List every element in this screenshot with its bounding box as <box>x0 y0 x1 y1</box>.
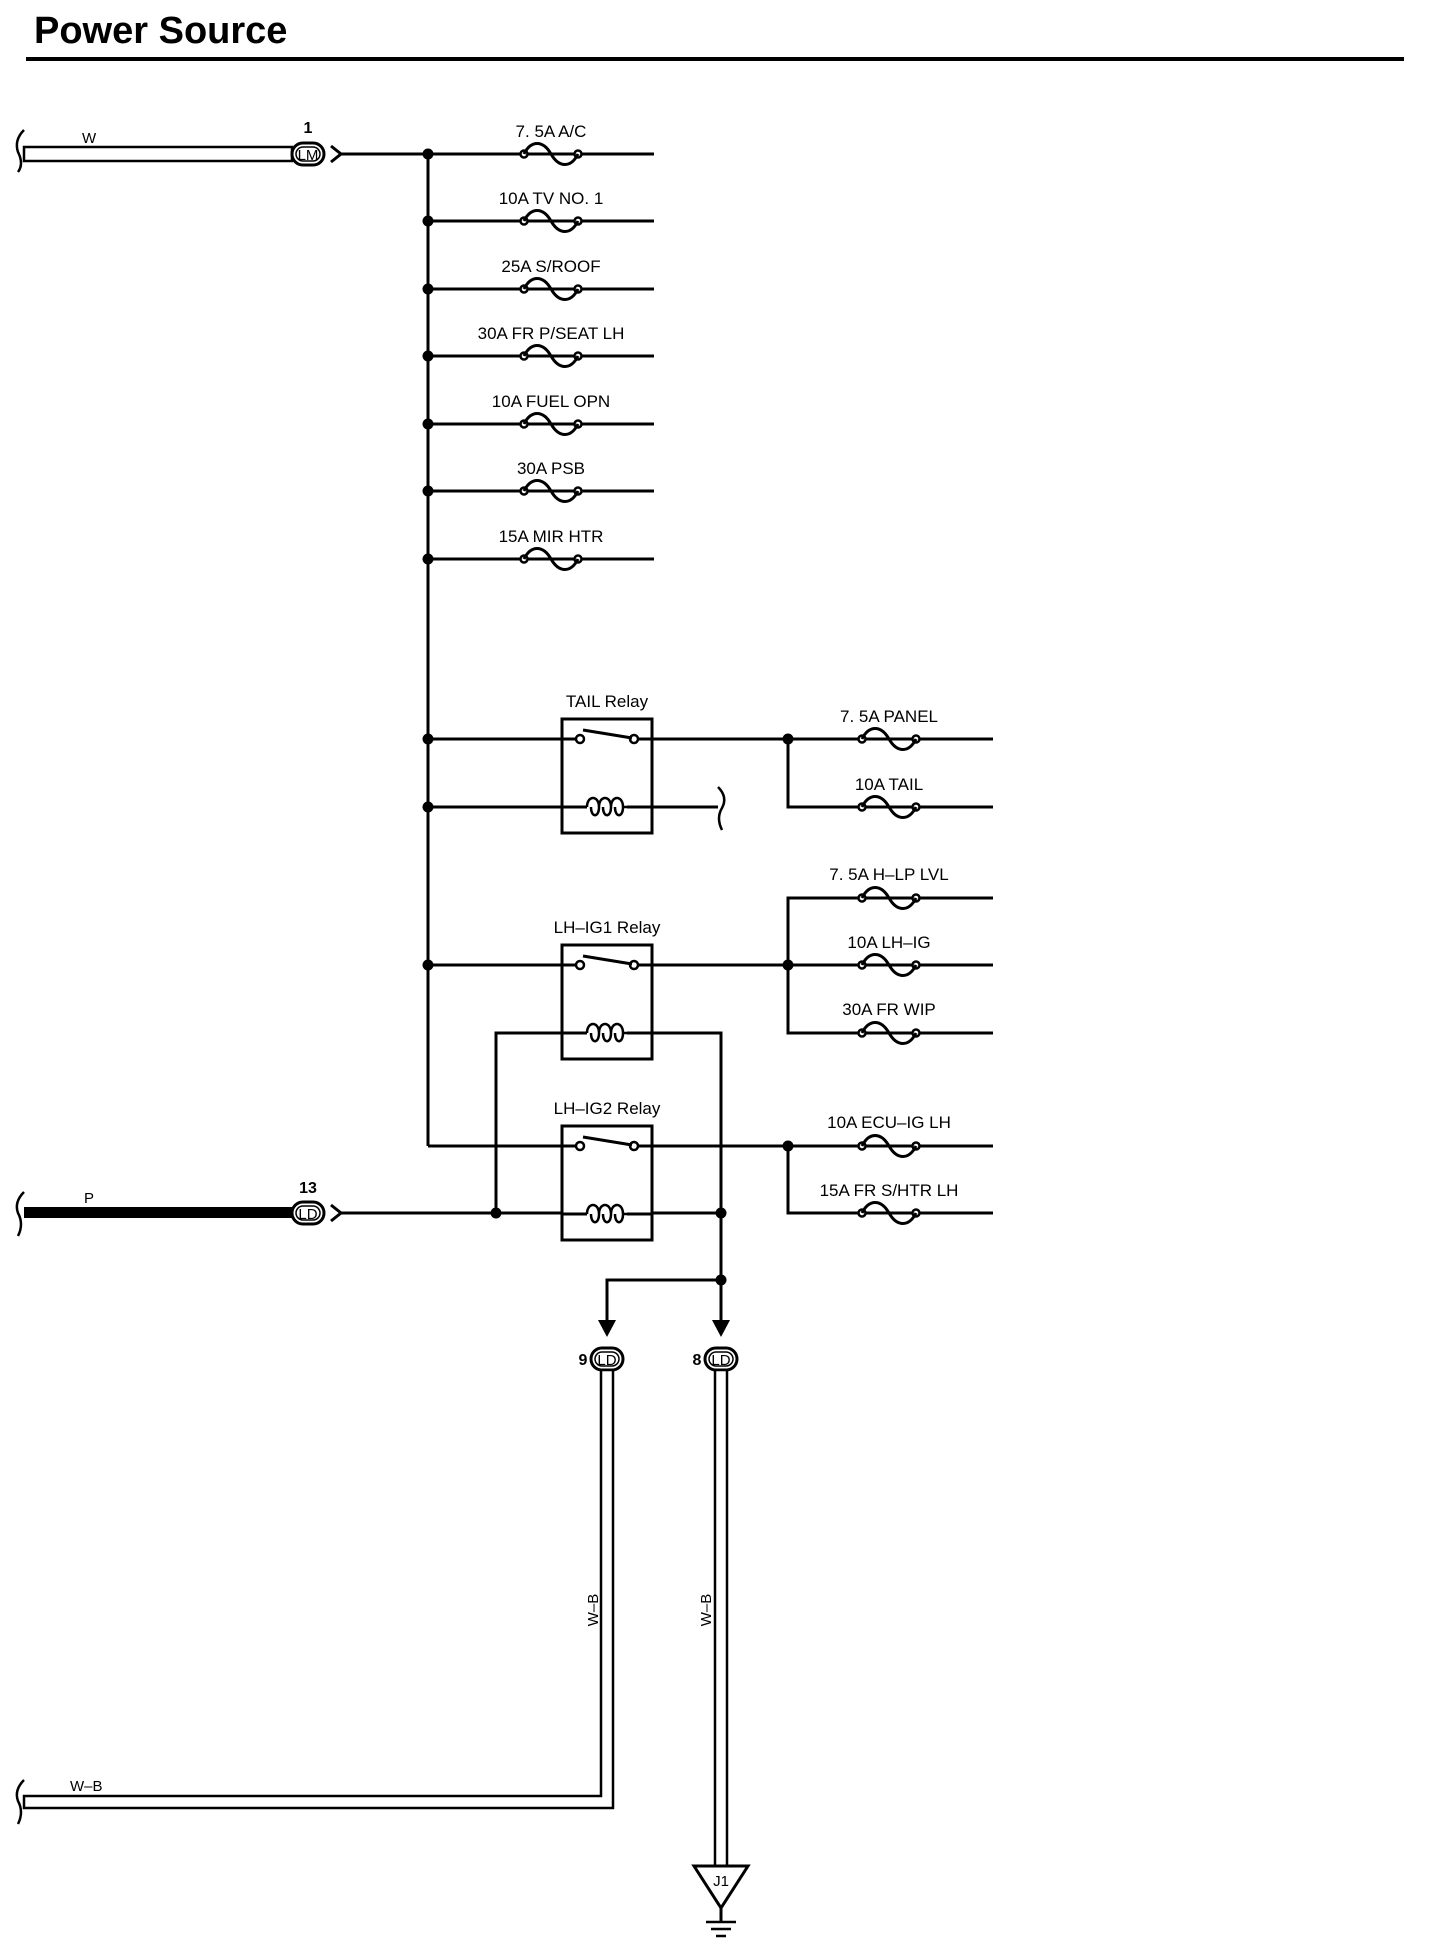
connector-ld9-code: LD <box>597 1352 616 1369</box>
ground-label-j1: J1 <box>713 1873 729 1890</box>
fuse-row-6: 30A PSB <box>422 459 654 503</box>
fuse-label-10: 7. 5A H–LP LVL <box>829 865 948 884</box>
connector-ld13-code: LD <box>298 1206 317 1223</box>
connector-ld-13: LD 13 <box>290 1180 496 1226</box>
wire-wb-right: W–B <box>698 1368 729 1868</box>
connector-lm-code: LM <box>298 147 319 164</box>
ground-j1: J1 <box>691 1864 751 1938</box>
fuse-label-1: 7. 5A A/C <box>516 122 587 141</box>
fuse-label-13: 10A ECU–IG LH <box>827 1113 951 1132</box>
lh-ig2-relay: LH–IG2 Relay <box>428 1099 993 1242</box>
fuse-row-5: 10A FUEL OPN <box>422 392 654 436</box>
wire-label-wb-horizontal: W–B <box>70 1778 103 1795</box>
ground-split <box>598 1274 730 1337</box>
fuse-row-2: 10A TV NO. 1 <box>422 189 654 233</box>
connector-lm: LM 1 <box>290 120 430 167</box>
lh-ig1-relay: LH–IG1 Relay <box>422 918 993 1280</box>
wire-label-wb-vertical-2: W–B <box>698 1594 715 1627</box>
fuse-label-2: 10A TV NO. 1 <box>499 189 604 208</box>
fuse-row-3: 25A S/ROOF <box>422 257 654 301</box>
relay-label-ig2: LH–IG2 Relay <box>554 1099 661 1118</box>
fuse-label-5: 10A FUEL OPN <box>492 392 610 411</box>
wire-p-input: P <box>15 1190 292 1237</box>
tail-branch: 7. 5A PANEL 10A TAIL <box>782 707 993 819</box>
connector-ld8-pin: 8 <box>693 1352 702 1369</box>
wire-label-wb-vertical-1: W–B <box>585 1594 602 1627</box>
fuse-label-7: 15A MIR HTR <box>499 527 604 546</box>
ig1-branch: 7. 5A H–LP LVL 10A LH–IG 30A FR WIP <box>782 865 993 1045</box>
fuse-label-4: 30A FR P/SEAT LH <box>478 324 625 343</box>
fuse-row-4: 30A FR P/SEAT LH <box>422 324 654 368</box>
connector-lm-pin: 1 <box>304 120 313 137</box>
wire-label-w: W <box>82 130 97 147</box>
page-title: Power Source <box>34 10 287 52</box>
fuse-label-12: 30A FR WIP <box>842 1000 936 1019</box>
fuse-label-8: 7. 5A PANEL <box>840 707 938 726</box>
ig2-branch: 10A ECU–IG LH 15A FR S/HTR LH <box>782 1113 993 1225</box>
fuse-label-14: 15A FR S/HTR LH <box>820 1181 959 1200</box>
connector-ld9-pin: 9 <box>579 1352 588 1369</box>
wire-label-p: P <box>84 1190 94 1207</box>
connector-ld-8: LD 8 <box>693 1346 739 1372</box>
connector-ld-9: LD 9 <box>579 1346 625 1372</box>
connector-ld8-code: LD <box>711 1352 730 1369</box>
fuse-label-11: 10A LH–IG <box>847 933 930 952</box>
fuse-label-3: 25A S/ROOF <box>501 257 600 276</box>
tail-relay: TAIL Relay <box>422 692 993 835</box>
fuse-label-6: 30A PSB <box>517 459 585 478</box>
wire-wb-left: W–B W–B <box>15 1368 615 1825</box>
relay-label-tail: TAIL Relay <box>566 692 649 711</box>
fuse-label-9: 10A TAIL <box>855 775 923 794</box>
fuse-row-1: 7. 5A A/C <box>422 122 654 166</box>
relay-label-ig1: LH–IG1 Relay <box>554 918 661 937</box>
fuse-row-7: 15A MIR HTR <box>422 527 654 571</box>
connector-ld13-pin: 13 <box>299 1180 317 1197</box>
wire-w-input: W <box>15 129 294 173</box>
